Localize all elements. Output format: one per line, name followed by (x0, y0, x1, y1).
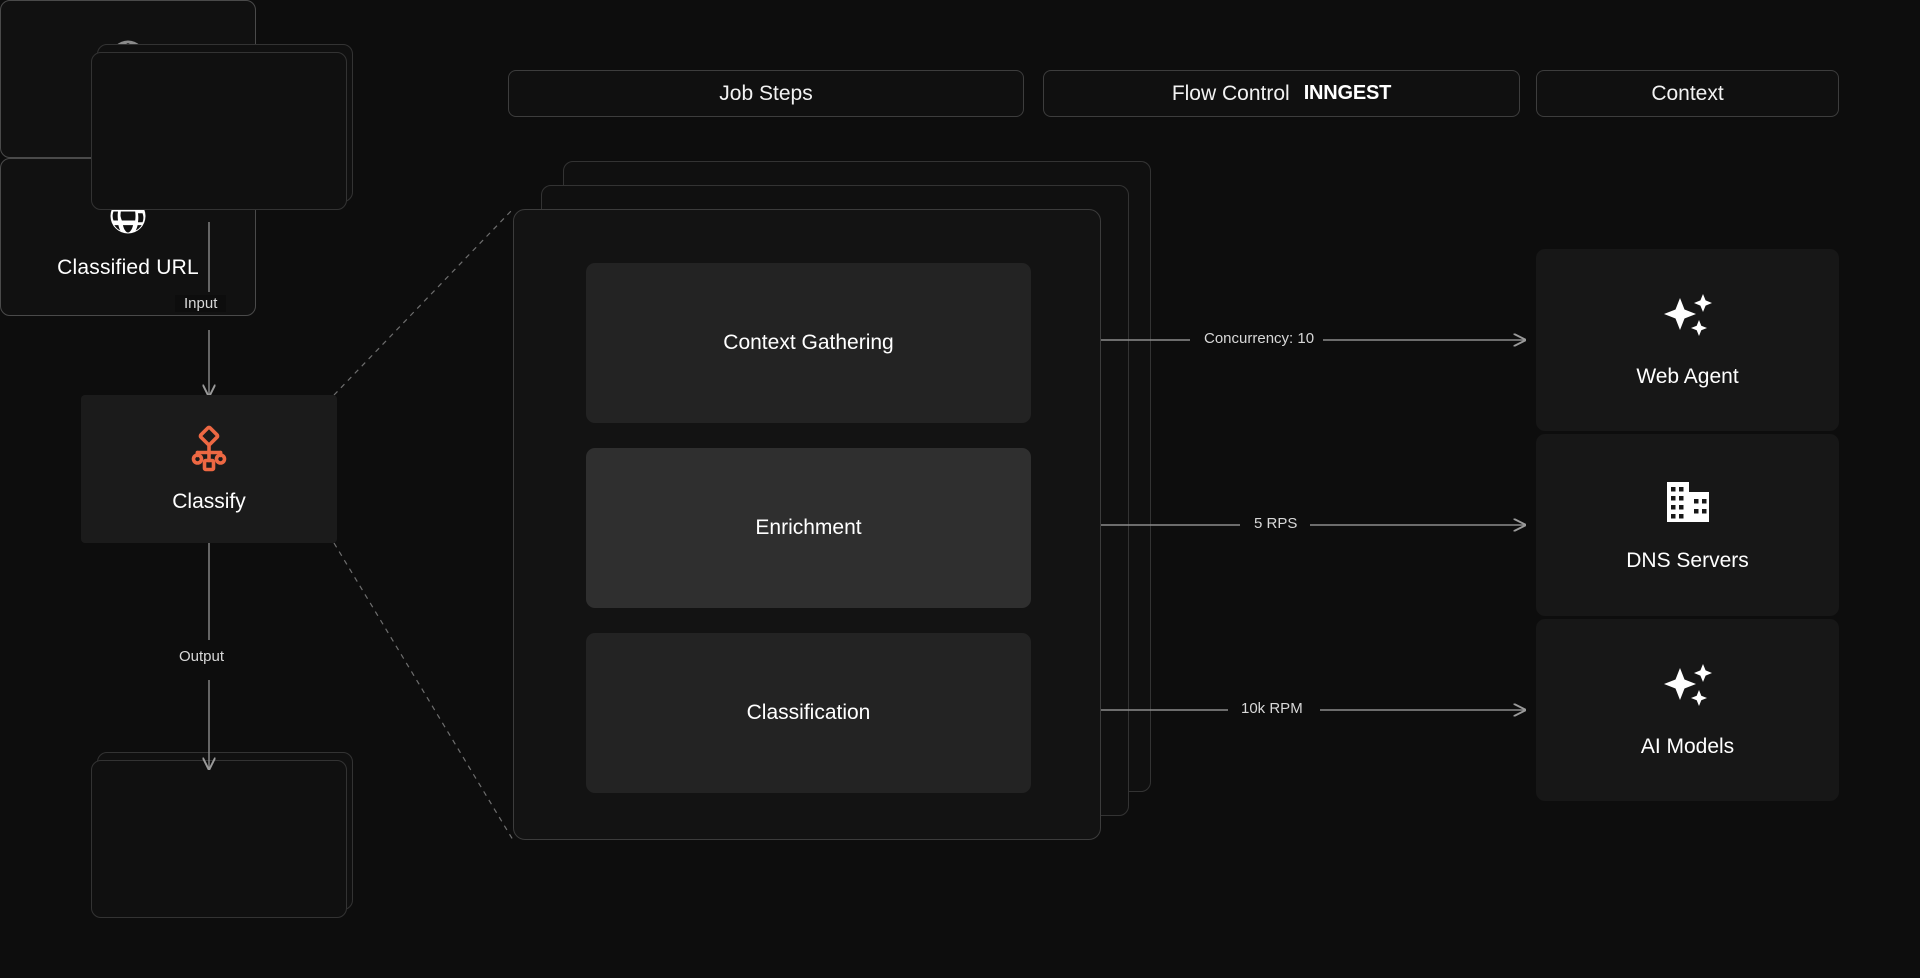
header-pill-flow-control[interactable]: Flow Control INNGEST (1043, 70, 1520, 117)
workflow-node-icon (185, 425, 233, 478)
context-card-web-agent[interactable]: Web Agent (1536, 249, 1839, 431)
node-classify[interactable]: Classify (81, 395, 337, 543)
sparkles-icon (1660, 292, 1716, 347)
building-icon (1663, 478, 1713, 531)
url-card-stack-mid (91, 52, 347, 210)
header-pill-job-steps[interactable]: Job Steps (508, 70, 1024, 117)
edge-label-input: Input (175, 295, 227, 312)
step-box-classification[interactable]: Classification (586, 633, 1031, 793)
inngest-brand-label: INNGEST (1303, 82, 1392, 104)
context-card-ai-models[interactable]: AI Models (1536, 619, 1839, 801)
steps-panel: Context Gathering Enrichment Classificat… (513, 209, 1101, 840)
classified-url-stack-mid (91, 760, 347, 918)
node-label: Classify (172, 489, 246, 513)
step-label: Enrichment (755, 516, 862, 539)
context-label: Web Agent (1636, 364, 1739, 388)
header-title: Context (1651, 81, 1724, 105)
header-title: Flow Control (1171, 81, 1290, 105)
flow-label-concurrency: Concurrency: 10 (1195, 330, 1324, 347)
step-label: Context Gathering (723, 331, 894, 354)
context-label: AI Models (1640, 734, 1735, 758)
step-box-enrichment[interactable]: Enrichment (586, 448, 1031, 608)
context-card-dns-servers[interactable]: DNS Servers (1536, 434, 1839, 616)
header-title: Job Steps (719, 81, 813, 105)
node-label: Classified URL (57, 255, 199, 279)
context-label: DNS Servers (1626, 548, 1749, 572)
step-box-context-gathering[interactable]: Context Gathering (586, 263, 1031, 423)
step-label: Classification (746, 701, 871, 724)
flow-label-rpm: 10k RPM (1232, 700, 1312, 717)
edge-label-output: Output (170, 648, 234, 665)
sparkles-icon (1660, 662, 1716, 717)
flow-label-rps: 5 RPS (1245, 515, 1307, 532)
header-pill-context[interactable]: Context (1536, 70, 1839, 117)
